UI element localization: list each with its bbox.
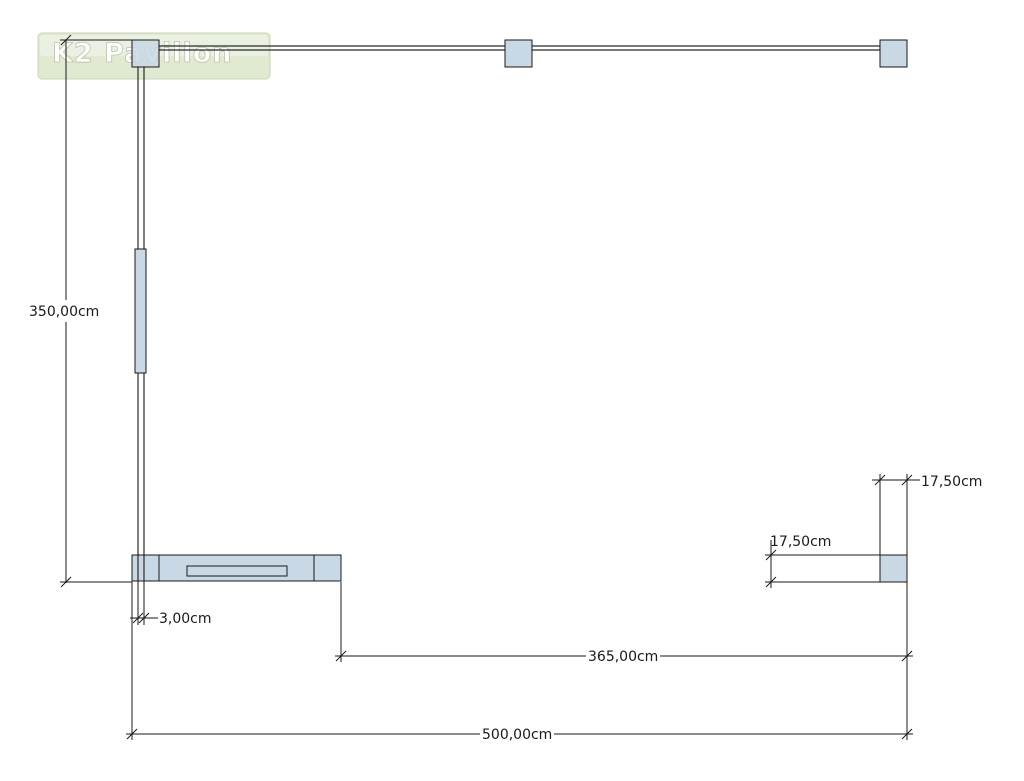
corner-post-bottom-left — [131, 554, 160, 582]
post-top-right — [879, 39, 908, 68]
dimension-opening: 365,00cm — [335, 582, 913, 666]
dimension-width-label: 500,00cm — [482, 727, 552, 743]
dimension-wall-thickness: 3,00cm — [130, 581, 212, 627]
dimension-opening-label: 365,00cm — [588, 649, 658, 665]
dimension-post-width-label: 17,50cm — [921, 474, 982, 490]
dimension-width: 500,00cm — [126, 582, 913, 744]
post-bottom-panel-end — [313, 554, 342, 582]
post-top-middle — [504, 39, 533, 68]
post-bottom-right — [879, 554, 908, 583]
dimension-post-depth: 17,50cm — [765, 534, 880, 588]
side-window-panel — [134, 248, 147, 374]
dimension-post-width: 17,50cm — [872, 474, 982, 555]
dimension-height-label: 350,00cm — [29, 304, 99, 320]
dimension-post-depth-label: 17,50cm — [770, 534, 831, 550]
corner-post-top-left — [131, 39, 160, 68]
dimension-wall-thickness-label: 3,00cm — [159, 611, 212, 627]
dimension-height: 350,00cm — [26, 34, 132, 588]
bottom-left-assembly — [131, 554, 342, 582]
panel-slot — [186, 565, 288, 577]
